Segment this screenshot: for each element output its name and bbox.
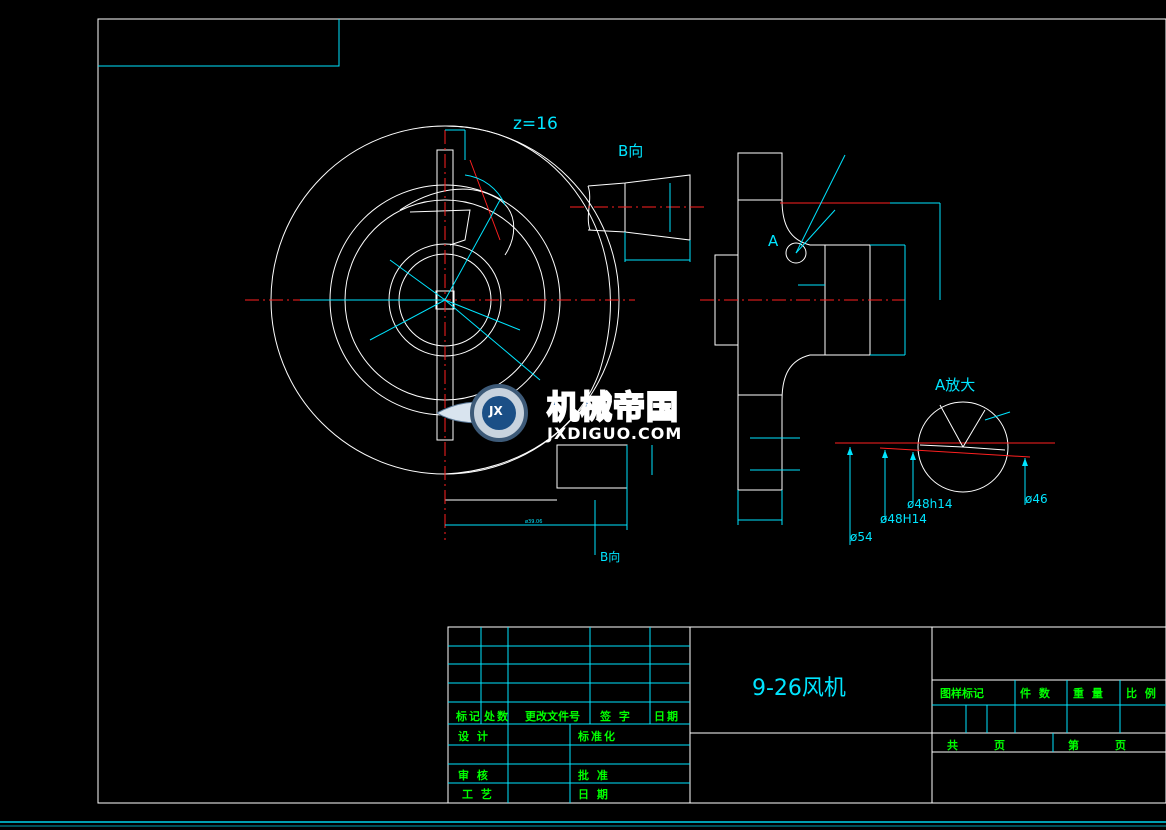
rev-header-date: 日期 (654, 710, 680, 723)
stage-mark: 图样标记 (940, 687, 984, 700)
side-section-view (700, 152, 941, 525)
pages-label: 页 (994, 739, 1007, 752)
row-process: 工 艺 (462, 788, 494, 801)
title-block-lines (447, 626, 1166, 804)
view-b-arrow-label: B向 (600, 550, 621, 564)
sheet-no-label: 第 (1068, 739, 1081, 752)
watermark-brand-en: JXDIGUO.COM (547, 424, 683, 443)
page-label: 页 (1115, 739, 1128, 752)
total-label: 共 (947, 739, 960, 752)
dim-phi-48H14: ø48H14 (880, 512, 927, 526)
logo-letters: JX (489, 404, 503, 418)
rev-header-sign: 签 字 (600, 710, 632, 723)
rev-header-count: 处数 (484, 710, 510, 723)
gear-wing-icon (435, 384, 528, 442)
rev-header-file: 更改文件号 (525, 710, 580, 723)
weight-label: 重 量 (1073, 687, 1105, 700)
tooth-count-label: z=16 (513, 114, 558, 134)
dim-phi-54: ø54 (850, 530, 873, 544)
detail-a-view (835, 401, 1055, 545)
view-b-label: B向 (618, 142, 644, 160)
rev-header-mark: 标记 (456, 710, 482, 723)
row-standard: 标准化 (578, 730, 617, 743)
title-block-grid (448, 627, 1166, 803)
b-view (570, 174, 705, 262)
front-view: ø39.06 (245, 125, 653, 555)
dim-phi-46: ø46 (1025, 492, 1048, 506)
dim-phi-48h14: ø48h14 (907, 497, 953, 511)
watermark-brand-cn: 机械帝国 (546, 387, 680, 427)
row-review: 审 核 (458, 769, 490, 782)
watermark-logo: JX 机械帝国 JXDIGUO.COM (435, 380, 732, 446)
scale-label: 比 例 (1126, 687, 1158, 700)
count-label: 件 数 (1020, 687, 1052, 700)
row-approve: 批 准 (578, 769, 610, 782)
drawing-name: 9-26风机 (752, 676, 846, 701)
svg-text:ø39.06: ø39.06 (525, 519, 542, 525)
detail-a-marker: A (768, 232, 779, 250)
row-design: 设 计 (458, 730, 490, 743)
detail-a-label: A放大 (935, 376, 976, 394)
row-date: 日 期 (578, 788, 610, 801)
